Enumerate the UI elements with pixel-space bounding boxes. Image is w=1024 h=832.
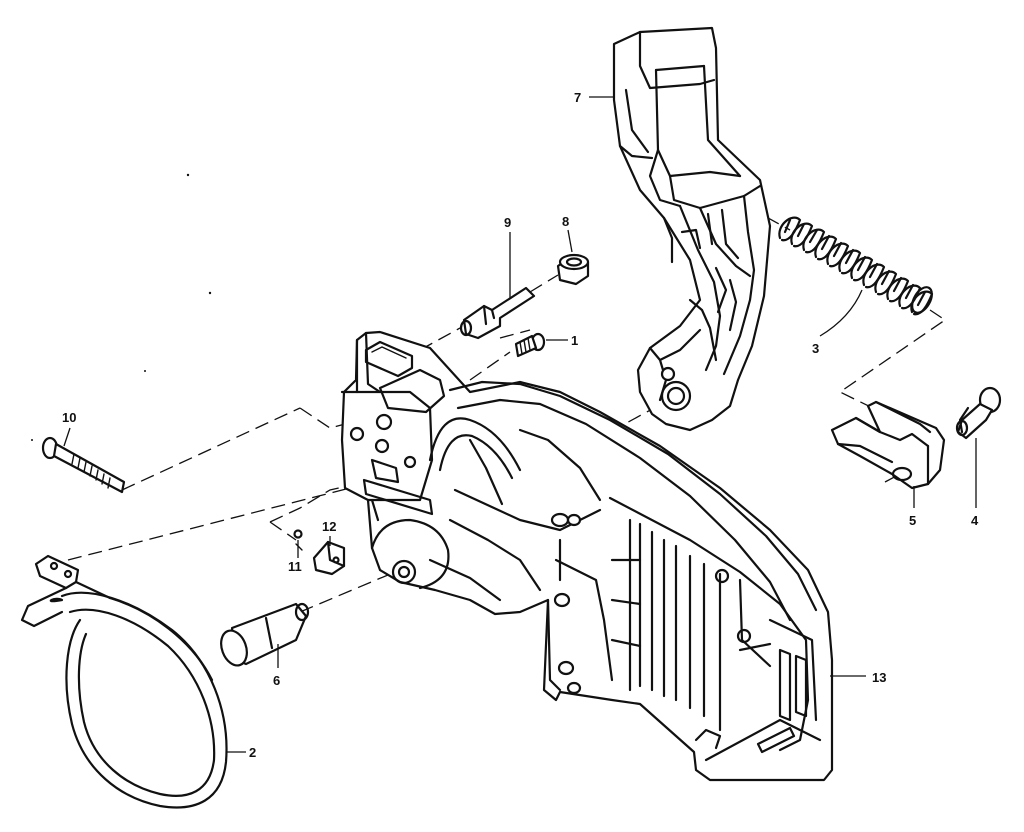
callout-6: 6: [273, 673, 280, 688]
callout-13: 13: [872, 670, 886, 685]
speck-marks: [31, 173, 212, 441]
part-10-long-screw: [41, 436, 126, 494]
callout-11: 11: [288, 559, 302, 574]
callout-3: 3: [812, 341, 819, 356]
callout-7: 7: [574, 90, 581, 105]
callout-10: 10: [62, 410, 76, 425]
part-7-brake-lever: [612, 26, 772, 432]
callout-4: 4: [971, 513, 979, 528]
part-4-pin: [955, 386, 1002, 440]
callout-2: 2: [249, 745, 256, 760]
part-6-pivot-pin: [220, 602, 310, 667]
callout-12: 12: [322, 519, 336, 534]
part-12-clip: [312, 540, 346, 576]
part-2-brake-band: [20, 554, 228, 809]
part-13-cover-housing: [340, 330, 834, 782]
callout-leaders: [63, 96, 977, 753]
part-3-spring: [778, 216, 934, 316]
part-1-screw: [514, 332, 546, 358]
callout-labels: 1 2 3 4 5 6 7 8 9 10 11 12 13: [62, 90, 979, 760]
callout-9: 9: [504, 215, 511, 230]
callout-1: 1: [571, 333, 578, 348]
part-9-stepped-pin: [459, 286, 536, 340]
part-11-washer: [293, 529, 303, 551]
callout-8: 8: [562, 214, 569, 229]
part-5-latch: [830, 400, 946, 490]
callout-5: 5: [909, 513, 916, 528]
part-8-bushing: [556, 253, 590, 286]
